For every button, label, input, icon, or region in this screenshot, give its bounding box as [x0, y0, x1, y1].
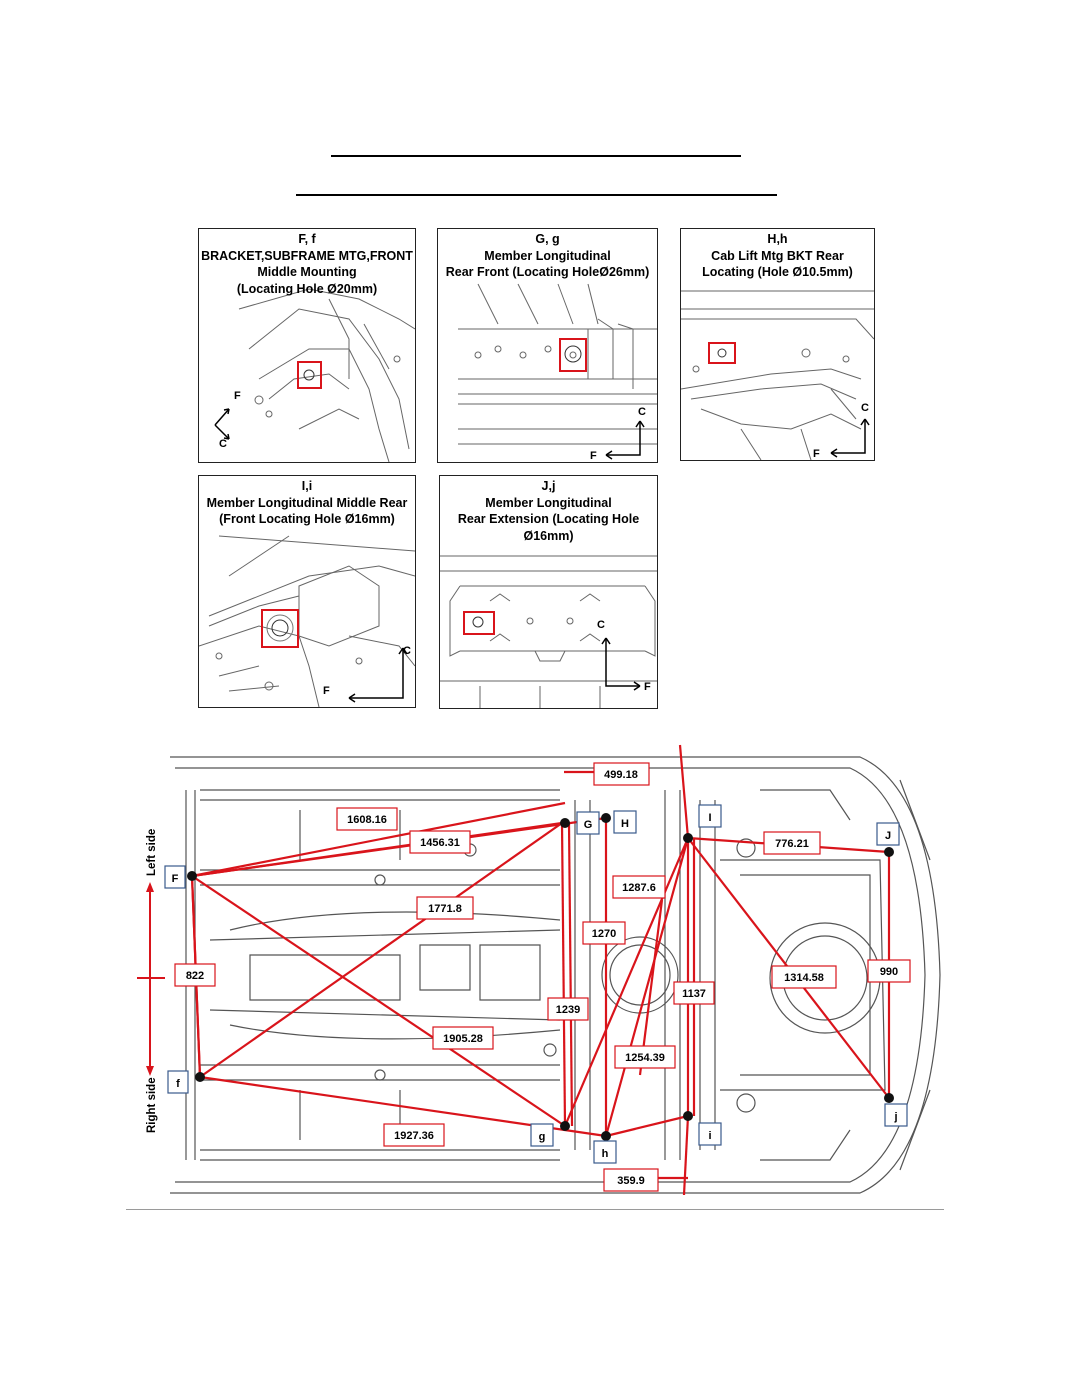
panel-h-axis-c: C [861, 402, 869, 414]
svg-text:1239: 1239 [556, 1004, 580, 1016]
measure-1137: 1137 [673, 981, 715, 1005]
panel-f: F C F, f BRACKET,SUBFRAME MTG,FRONT Midd… [198, 228, 416, 463]
svg-text:j: j [893, 1111, 897, 1123]
svg-text:776.21: 776.21 [775, 838, 809, 850]
svg-text:499.18: 499.18 [604, 769, 638, 781]
panel-i: C F I,i Member Longitudinal Middle Rear … [198, 475, 416, 708]
panel-j-drawing: C F [440, 555, 657, 708]
svg-text:359.9: 359.9 [617, 1175, 645, 1187]
panel-j-title: J,j Member Longitudinal Rear Extension (… [457, 479, 640, 543]
panel-f-title: F, f BRACKET,SUBFRAME MTG,FRONT Middle M… [201, 232, 413, 296]
measure-1608-16: 1608.16 [336, 807, 398, 831]
svg-text:1608.16: 1608.16 [347, 814, 387, 826]
panel-j-axis-c: C [597, 619, 605, 631]
svg-text:1270: 1270 [592, 928, 616, 940]
svg-text:1927.36: 1927.36 [394, 1130, 434, 1142]
panel-g-drawing: C F [458, 283, 657, 462]
svg-text:i: i [708, 1130, 711, 1142]
measure-359-9: 359.9 [603, 1168, 659, 1192]
point-label-H: H [613, 810, 637, 834]
svg-text:1287.6: 1287.6 [622, 882, 656, 894]
point-label-G: G [576, 811, 600, 835]
point-label-I: I [698, 804, 722, 828]
point-label-i: i [698, 1122, 722, 1146]
measure-1456-31: 1456.31 [409, 830, 471, 854]
point-label-F: F [164, 865, 186, 889]
svg-text:990: 990 [880, 966, 898, 978]
svg-text:h: h [602, 1148, 609, 1160]
header-underline-1 [331, 155, 741, 157]
measure-1927-36: 1927.36 [383, 1123, 445, 1147]
svg-text:g: g [539, 1131, 546, 1143]
panel-g-axis-c: C [638, 406, 646, 418]
panel-h-title: H,h Cab Lift Mtg BKT Rear Locating (Hole… [702, 232, 853, 279]
svg-text:1254.39: 1254.39 [625, 1052, 665, 1064]
panel-f-axis-f: F [234, 390, 241, 402]
svg-text:1771.8: 1771.8 [428, 903, 462, 915]
panel-i-axis-f: F [323, 685, 330, 697]
measure-1314-58: 1314.58 [771, 965, 837, 989]
svg-text:G: G [584, 819, 593, 831]
panel-f-axis-c: C [219, 438, 227, 450]
measure-499-18: 499.18 [593, 762, 650, 786]
footer-divider [126, 1209, 944, 1210]
header-underline-2 [296, 194, 777, 196]
panel-g: C F G, g Member Longitudinal Rear Front … [437, 228, 658, 463]
point-label-f: f [167, 1070, 189, 1094]
svg-text:f: f [176, 1078, 180, 1090]
measure-990: 990 [867, 959, 911, 983]
point-label-J: J [876, 822, 900, 846]
svg-text:J: J [885, 830, 891, 842]
svg-text:1314.58: 1314.58 [784, 972, 824, 984]
svg-text:822: 822 [186, 970, 204, 982]
measure-1270: 1270 [582, 921, 626, 945]
measure-1254-39: 1254.39 [614, 1045, 676, 1069]
panel-g-title: G, g Member Longitudinal Rear Front (Loc… [445, 232, 650, 279]
panel-h-axis-f: F [813, 448, 820, 460]
point-label-g: g [530, 1123, 554, 1147]
panel-f-drawing: F C [214, 288, 415, 462]
svg-text:F: F [172, 873, 179, 885]
measure-1771-8: 1771.8 [416, 896, 474, 920]
left-side-label: Left side [146, 829, 158, 876]
svg-text:1137: 1137 [682, 988, 706, 1000]
point-label-j: j [884, 1103, 908, 1127]
measure-1239: 1239 [547, 997, 589, 1021]
svg-text:H: H [621, 818, 629, 830]
panel-g-axis-f: F [590, 450, 597, 462]
measure-822: 822 [174, 963, 216, 987]
point-labels: F f G g H h I i [164, 804, 908, 1164]
panel-i-title: I,i Member Longitudinal Middle Rear (Fro… [206, 479, 408, 526]
panel-h: C F H,h Cab Lift Mtg BKT Rear Locating (… [680, 228, 875, 461]
measure-776-21: 776.21 [763, 831, 821, 855]
svg-text:1456.31: 1456.31 [420, 837, 460, 849]
panel-j-axis-f: F [644, 681, 651, 693]
panel-h-drawing: C F [681, 290, 874, 460]
point-label-h: h [593, 1140, 617, 1164]
svg-text:I: I [708, 812, 711, 824]
panel-j: C F J,j Member Longitudinal Rear Extensi… [439, 475, 658, 709]
measure-1287-6: 1287.6 [612, 875, 666, 899]
svg-text:1905.28: 1905.28 [443, 1033, 483, 1045]
measurement-labels: 499.18 1608.16 1456.31 776.21 1287.6 177… [174, 762, 911, 1192]
point-markers [187, 813, 894, 1141]
side-indicator: Left side Right side [137, 829, 165, 1133]
panel-i-axis-c: C [403, 645, 411, 657]
right-side-label: Right side [146, 1077, 158, 1133]
measure-1905-28: 1905.28 [432, 1026, 494, 1050]
panel-i-drawing: C F [199, 535, 415, 707]
